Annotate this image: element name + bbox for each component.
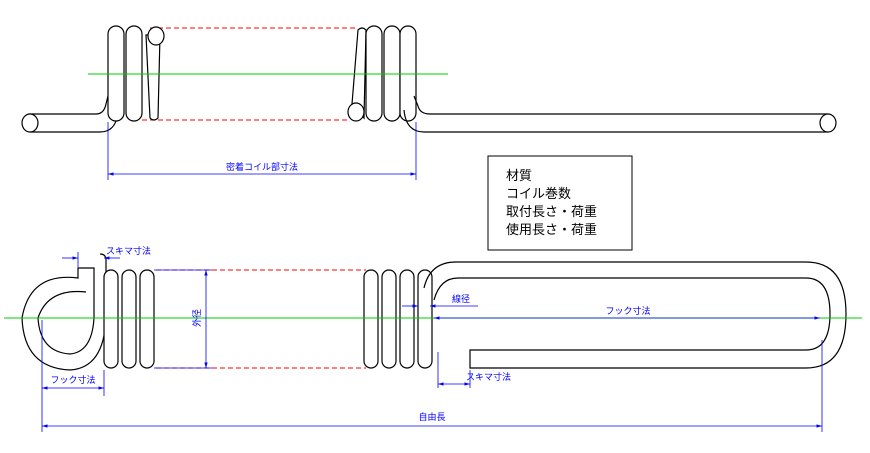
right-coil-group-2 (363, 269, 433, 369)
hook-dim-right-label: フック寸法 (605, 305, 650, 317)
outer-diameter-dimension: 外径 (154, 269, 212, 369)
hook-dim-left-label: フック寸法 (50, 374, 95, 386)
outer-diameter-label: 外径 (191, 309, 203, 327)
right-hook-dimension: フック寸法 (434, 305, 820, 320)
spec-coil-turns: コイル巻数 (506, 187, 571, 202)
spec-box: 材質 コイル巻数 取付長さ・荷重 使用長さ・荷重 (487, 155, 633, 251)
left-coil-group-2 (103, 269, 155, 369)
top-view: 密着コイル部寸法 (21, 25, 837, 180)
left-gap-dimension: スキマ寸法 (62, 245, 151, 268)
wire-diameter-dimension: 線径 (402, 293, 478, 308)
right-gap-dimension: スキマ寸法 (437, 352, 511, 388)
left-hook (21, 253, 107, 371)
left-hook-dimension: フック寸法 (41, 320, 105, 396)
spec-use-length-load: 使用長さ・荷重 (506, 222, 597, 238)
free-length-dimension: 自由長 (41, 340, 823, 432)
gap-dim-right-label: スキマ寸法 (466, 371, 511, 383)
right-leg (403, 95, 837, 133)
bottom-view: スキマ寸法 外径 線径 フック寸法 フック寸法 (4, 245, 862, 432)
close-coil-dimension: 密着コイル部寸法 (107, 122, 417, 180)
spec-material: 材質 (506, 169, 532, 184)
wire-diameter-label: 線径 (452, 293, 470, 305)
spec-install-length-load: 取付長さ・荷重 (506, 204, 597, 220)
close-coil-dim-label: 密着コイル部寸法 (226, 161, 298, 173)
free-length-label: 自由長 (418, 411, 445, 423)
left-leg (21, 95, 119, 133)
right-hook (423, 261, 847, 369)
gap-dim-left-label: スキマ寸法 (106, 245, 151, 257)
